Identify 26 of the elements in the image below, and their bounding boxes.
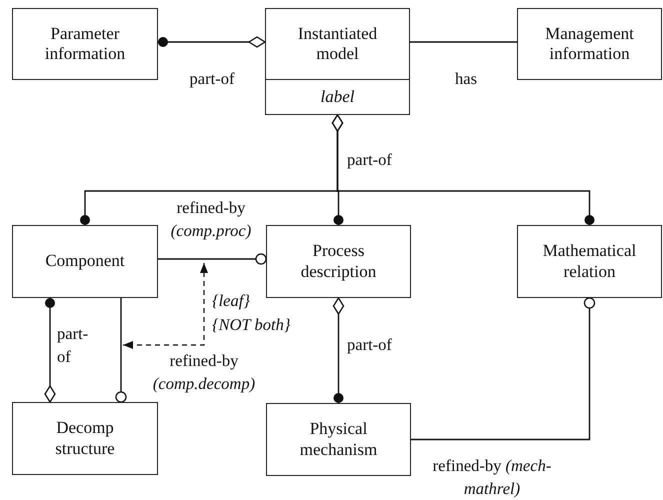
connector-line bbox=[158, 253, 267, 265]
class-box bbox=[266, 225, 411, 298]
class-box bbox=[517, 225, 662, 298]
class-box bbox=[517, 8, 662, 80]
class-attribute: label bbox=[320, 86, 354, 108]
class-box bbox=[266, 403, 411, 476]
class-box bbox=[265, 8, 410, 115]
constraint-note: {leaf} bbox=[212, 291, 250, 311]
class-box bbox=[12, 8, 158, 80]
connector-line bbox=[158, 36, 266, 48]
class-name: Mathematical relation bbox=[542, 241, 638, 282]
class-name: Physical mechanism bbox=[298, 419, 378, 460]
class-box bbox=[12, 225, 158, 298]
class-name: Instantiated model bbox=[296, 24, 378, 64]
connector-line bbox=[115, 298, 127, 403]
class-name: Process description bbox=[300, 241, 378, 282]
class-box bbox=[12, 402, 158, 475]
connector-line bbox=[410, 41, 517, 43]
connector-line bbox=[332, 114, 594, 225]
connector-line bbox=[411, 297, 596, 440]
class-name: Parameter information bbox=[44, 24, 126, 64]
connector-line bbox=[44, 298, 56, 403]
class-name: Management information bbox=[544, 24, 635, 64]
class-name: Decomp structure bbox=[54, 418, 116, 459]
class-name: Component bbox=[45, 251, 125, 272]
connector-line bbox=[332, 297, 344, 403]
